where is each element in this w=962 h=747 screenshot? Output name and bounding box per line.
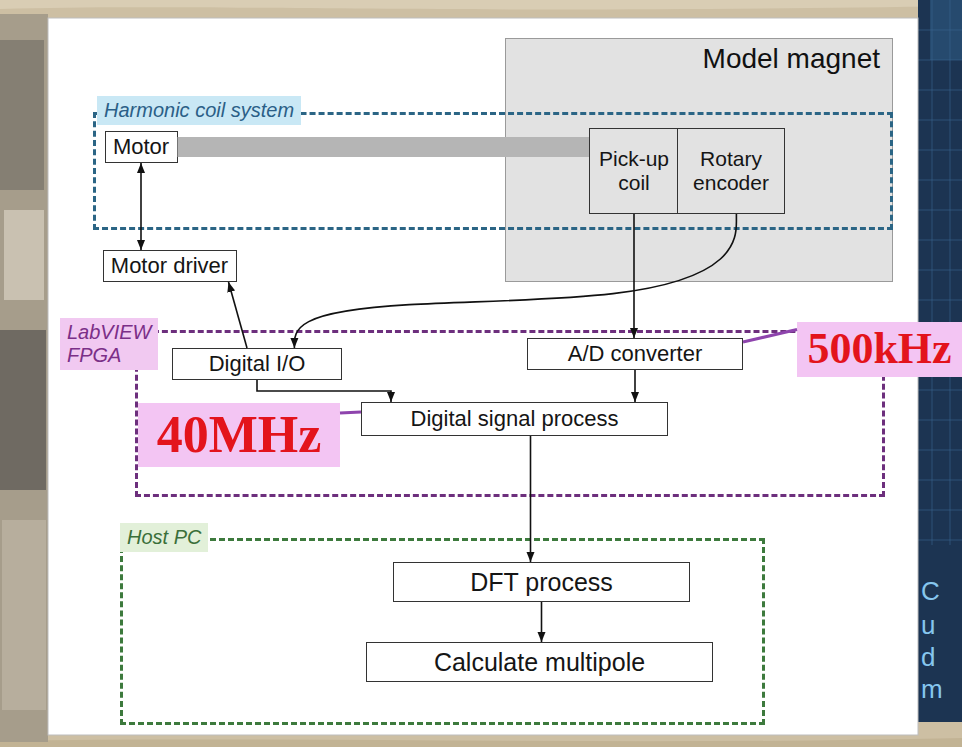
photo-detail <box>2 520 46 710</box>
data-arrow <box>530 436 532 562</box>
box-label: Calculate multipole <box>434 648 645 677</box>
photo-letter: m <box>921 674 943 704</box>
control-arrow <box>229 282 248 348</box>
process-box: Motor <box>105 131 178 163</box>
process-box: A/D converter <box>527 338 743 370</box>
marble-vein <box>0 738 962 747</box>
process-box: Calculate multipole <box>366 642 713 682</box>
region-title: Model magnet <box>506 39 892 75</box>
photo-detail <box>0 40 44 190</box>
coil-signal <box>633 214 635 338</box>
group-tab: LabVIEW FPGA <box>60 318 158 370</box>
data-arrow <box>634 370 636 402</box>
system-group: Harmonic coil systemMotorPick-up coilRot… <box>93 112 893 230</box>
host-group: Host PCDFT processCalculate multipole <box>120 538 765 725</box>
marble-vein <box>0 0 962 9</box>
sensor-box: Rotary encoder <box>677 128 785 214</box>
control-arrow <box>140 163 142 250</box>
box-label: Motor <box>113 134 169 159</box>
group-title: Harmonic coil system <box>104 99 294 122</box>
drive-shaft <box>178 137 590 157</box>
photo-letter: u <box>921 610 935 640</box>
process-box: DFT process <box>393 562 690 602</box>
data-arrow <box>257 380 391 402</box>
data-arrow <box>541 602 543 642</box>
box-label: DFT process <box>470 568 613 597</box>
rate-value: 500kHz <box>807 325 951 373</box>
process-box: Motor driver <box>103 250 237 282</box>
leader-line <box>743 330 797 343</box>
photo-text: m <box>921 676 943 702</box>
group-title: Host PC <box>127 526 201 549</box>
process-box: Digital I/O <box>172 348 342 380</box>
box-label: A/D converter <box>568 341 703 366</box>
photo-text: d <box>921 644 935 670</box>
box-label: Pick-up coil <box>593 147 675 195</box>
leader-line <box>340 412 361 413</box>
photo-letter: d <box>921 642 935 672</box>
rate-callout: 40MHz <box>138 403 340 467</box>
group-tab: Harmonic coil system <box>97 96 301 125</box>
sensor-box: Pick-up coil <box>589 128 679 214</box>
photo-grid <box>918 0 962 545</box>
photo-text: C <box>921 578 940 604</box>
photo-letter: C <box>921 576 940 606</box>
photo-detail <box>0 330 46 490</box>
process-box: Digital signal process <box>361 402 668 436</box>
box-label: Digital signal process <box>411 406 619 431</box>
group-title: LabVIEW FPGA <box>67 321 151 367</box>
box-label: Digital I/O <box>209 351 306 376</box>
rate-value: 40MHz <box>157 406 322 463</box>
box-label: Rotary encoder <box>682 147 780 195</box>
photo-left <box>0 14 48 742</box>
slide-panel <box>48 18 918 735</box>
encoder-signal <box>294 214 736 348</box>
box-label: Motor driver <box>111 253 228 278</box>
rate-callout: 500kHz <box>797 322 962 377</box>
photo-text: u <box>921 612 935 638</box>
photo-detail <box>4 210 44 300</box>
group-tab: Host PC <box>120 523 208 552</box>
